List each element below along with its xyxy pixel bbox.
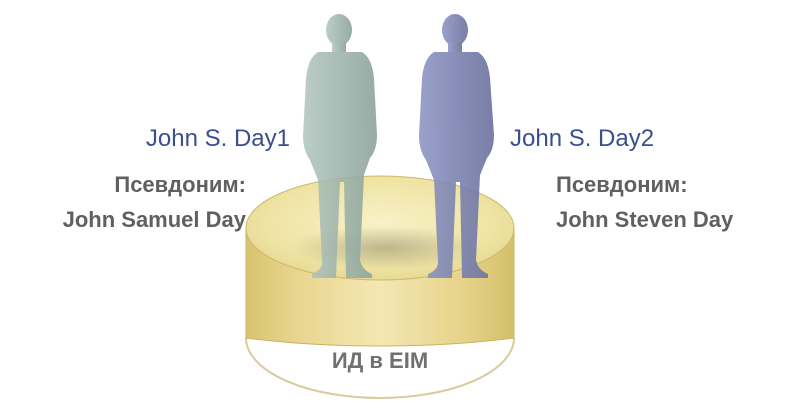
person1-alias-value: John Samuel Day xyxy=(63,207,247,232)
person1-silhouette-icon xyxy=(303,14,377,278)
person1-name: John S. Day1 xyxy=(146,125,290,152)
person2-labels: John S. Day2 Псевдоним: John Steven Day xyxy=(510,125,734,232)
person2-alias-value: John Steven Day xyxy=(556,207,734,232)
person1-labels: John S. Day1 Псевдоним: John Samuel Day xyxy=(63,125,290,232)
person2-alias-heading: Псевдоним: xyxy=(556,172,688,197)
cylinder-label: ИД в EIM xyxy=(332,348,428,373)
cylinder-bottom-rim xyxy=(245,337,515,399)
person1-alias-heading: Псевдоним: xyxy=(114,172,246,197)
person2-name: John S. Day2 xyxy=(510,125,654,152)
person2-silhouette-icon xyxy=(419,14,494,278)
